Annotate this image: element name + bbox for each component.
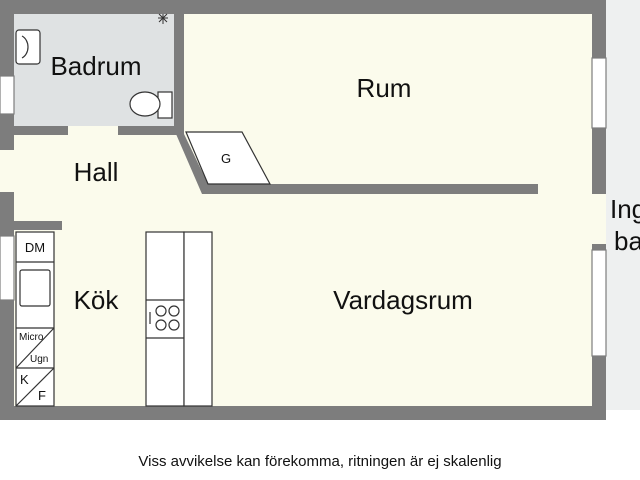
room-label-hall: Hall	[74, 157, 119, 187]
window-rum	[591, 57, 607, 129]
cabinet-left	[145, 231, 185, 407]
dishwasher-label: DM	[25, 240, 45, 255]
wall-bathroom-right	[174, 10, 184, 134]
wall-bathroom-bottom-right	[118, 126, 182, 135]
wall-top	[0, 0, 606, 14]
stove-burner	[168, 305, 180, 317]
wall-bathroom-bottom-left	[14, 126, 68, 135]
shower-icon	[158, 13, 168, 24]
sink-basin	[21, 35, 29, 59]
wall-bedroom-angled	[176, 134, 538, 194]
toilet-bowl	[129, 91, 161, 117]
counter-body	[15, 231, 55, 407]
stove-burner	[168, 319, 180, 331]
microwave-diagonal	[15, 327, 55, 369]
entrance-door	[0, 150, 14, 192]
oven-label: Ugn	[30, 354, 48, 365]
room-label-vardagsrum: Vardagsrum	[333, 285, 473, 315]
kitchen-sink	[19, 269, 51, 307]
window-kok	[0, 235, 15, 301]
stove-burner	[155, 319, 167, 331]
kitchen-cabinets	[145, 231, 213, 407]
freezer-label: F	[38, 388, 46, 403]
balcony-area	[606, 0, 640, 410]
room-label-balcony-line1: Ing	[610, 194, 640, 224]
window-vardagsrum	[591, 249, 607, 357]
wardrobe	[185, 131, 272, 185]
microwave-label: Micro	[19, 332, 44, 343]
scale-disclaimer: Viss avvikelse kan förekomma, ritningen …	[138, 453, 502, 470]
room-label-badrum: Badrum	[50, 51, 141, 81]
wall-kitchen-top	[14, 221, 62, 230]
fridge-diagonal	[15, 367, 55, 407]
balcony-door	[592, 194, 606, 244]
room-label-balcony-line2: ba	[614, 226, 640, 256]
bathroom-fixtures	[15, 13, 173, 119]
room-label-rum: Rum	[357, 73, 412, 103]
window-badrum	[0, 75, 15, 115]
bathroom-door	[68, 126, 118, 135]
kitchen-counter	[15, 231, 55, 407]
fridge-label: K	[20, 372, 29, 387]
floor-plan: G DM Micro Ugn K F Badrum Rum Hall Kök V…	[0, 0, 640, 420]
cabinet-right	[183, 231, 213, 407]
wall-left	[0, 0, 14, 420]
stove-burner	[155, 305, 167, 317]
windows	[0, 57, 607, 357]
wall-bottom	[0, 406, 606, 420]
wardrobe-label: G	[221, 151, 231, 166]
room-label-kok: Kök	[74, 285, 120, 315]
